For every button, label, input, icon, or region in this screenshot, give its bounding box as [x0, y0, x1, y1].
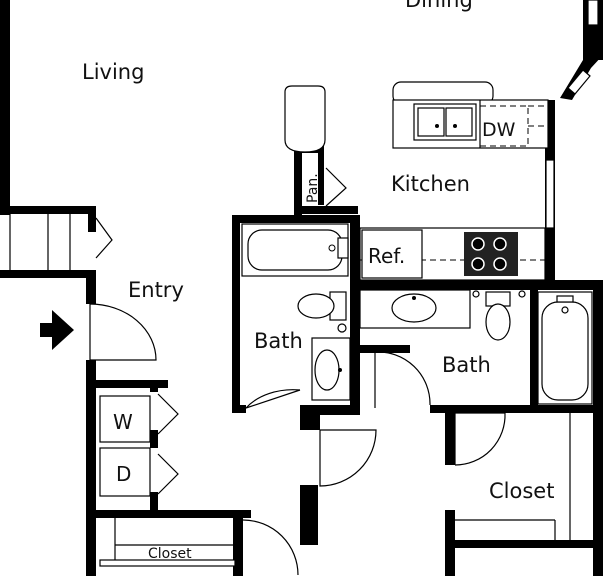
- room-label-bath-left: Bath: [254, 329, 303, 353]
- fixture-label-refrigerator: Ref.: [368, 244, 405, 268]
- small-closet: [99, 518, 299, 576]
- room-label-kitchen: Kitchen: [391, 172, 470, 196]
- room-labels: Dining Living Kitchen Entry Bath Bath Cl…: [82, 0, 554, 562]
- laundry: [99, 393, 179, 497]
- room-label-entry: Entry: [128, 278, 184, 302]
- fixture-label-pantry: Pan.: [305, 173, 321, 203]
- room-label-closet-main: Closet: [489, 479, 554, 503]
- room-label-living: Living: [82, 60, 144, 84]
- room-label-closet-small: Closet: [148, 546, 192, 562]
- kitchen-fixtures: [284, 81, 549, 281]
- entry-door[interactable]: [89, 303, 157, 361]
- fixture-label-washer: W: [113, 410, 133, 434]
- left-bath-fixtures: [241, 223, 351, 401]
- fixture-label-dishwasher: DW: [482, 119, 516, 141]
- room-label-bath-right: Bath: [442, 353, 491, 377]
- fixture-labels: DW Pan. Ref. W D: [113, 119, 516, 486]
- stairs: [9, 214, 113, 270]
- arrow-right-icon: [40, 310, 74, 350]
- room-label-dining: Dining: [405, 0, 473, 12]
- main-closet: [455, 413, 571, 540]
- hall-doors[interactable]: [245, 351, 506, 487]
- fixture-label-dryer: D: [116, 462, 131, 486]
- right-bath-fixtures: [359, 289, 593, 405]
